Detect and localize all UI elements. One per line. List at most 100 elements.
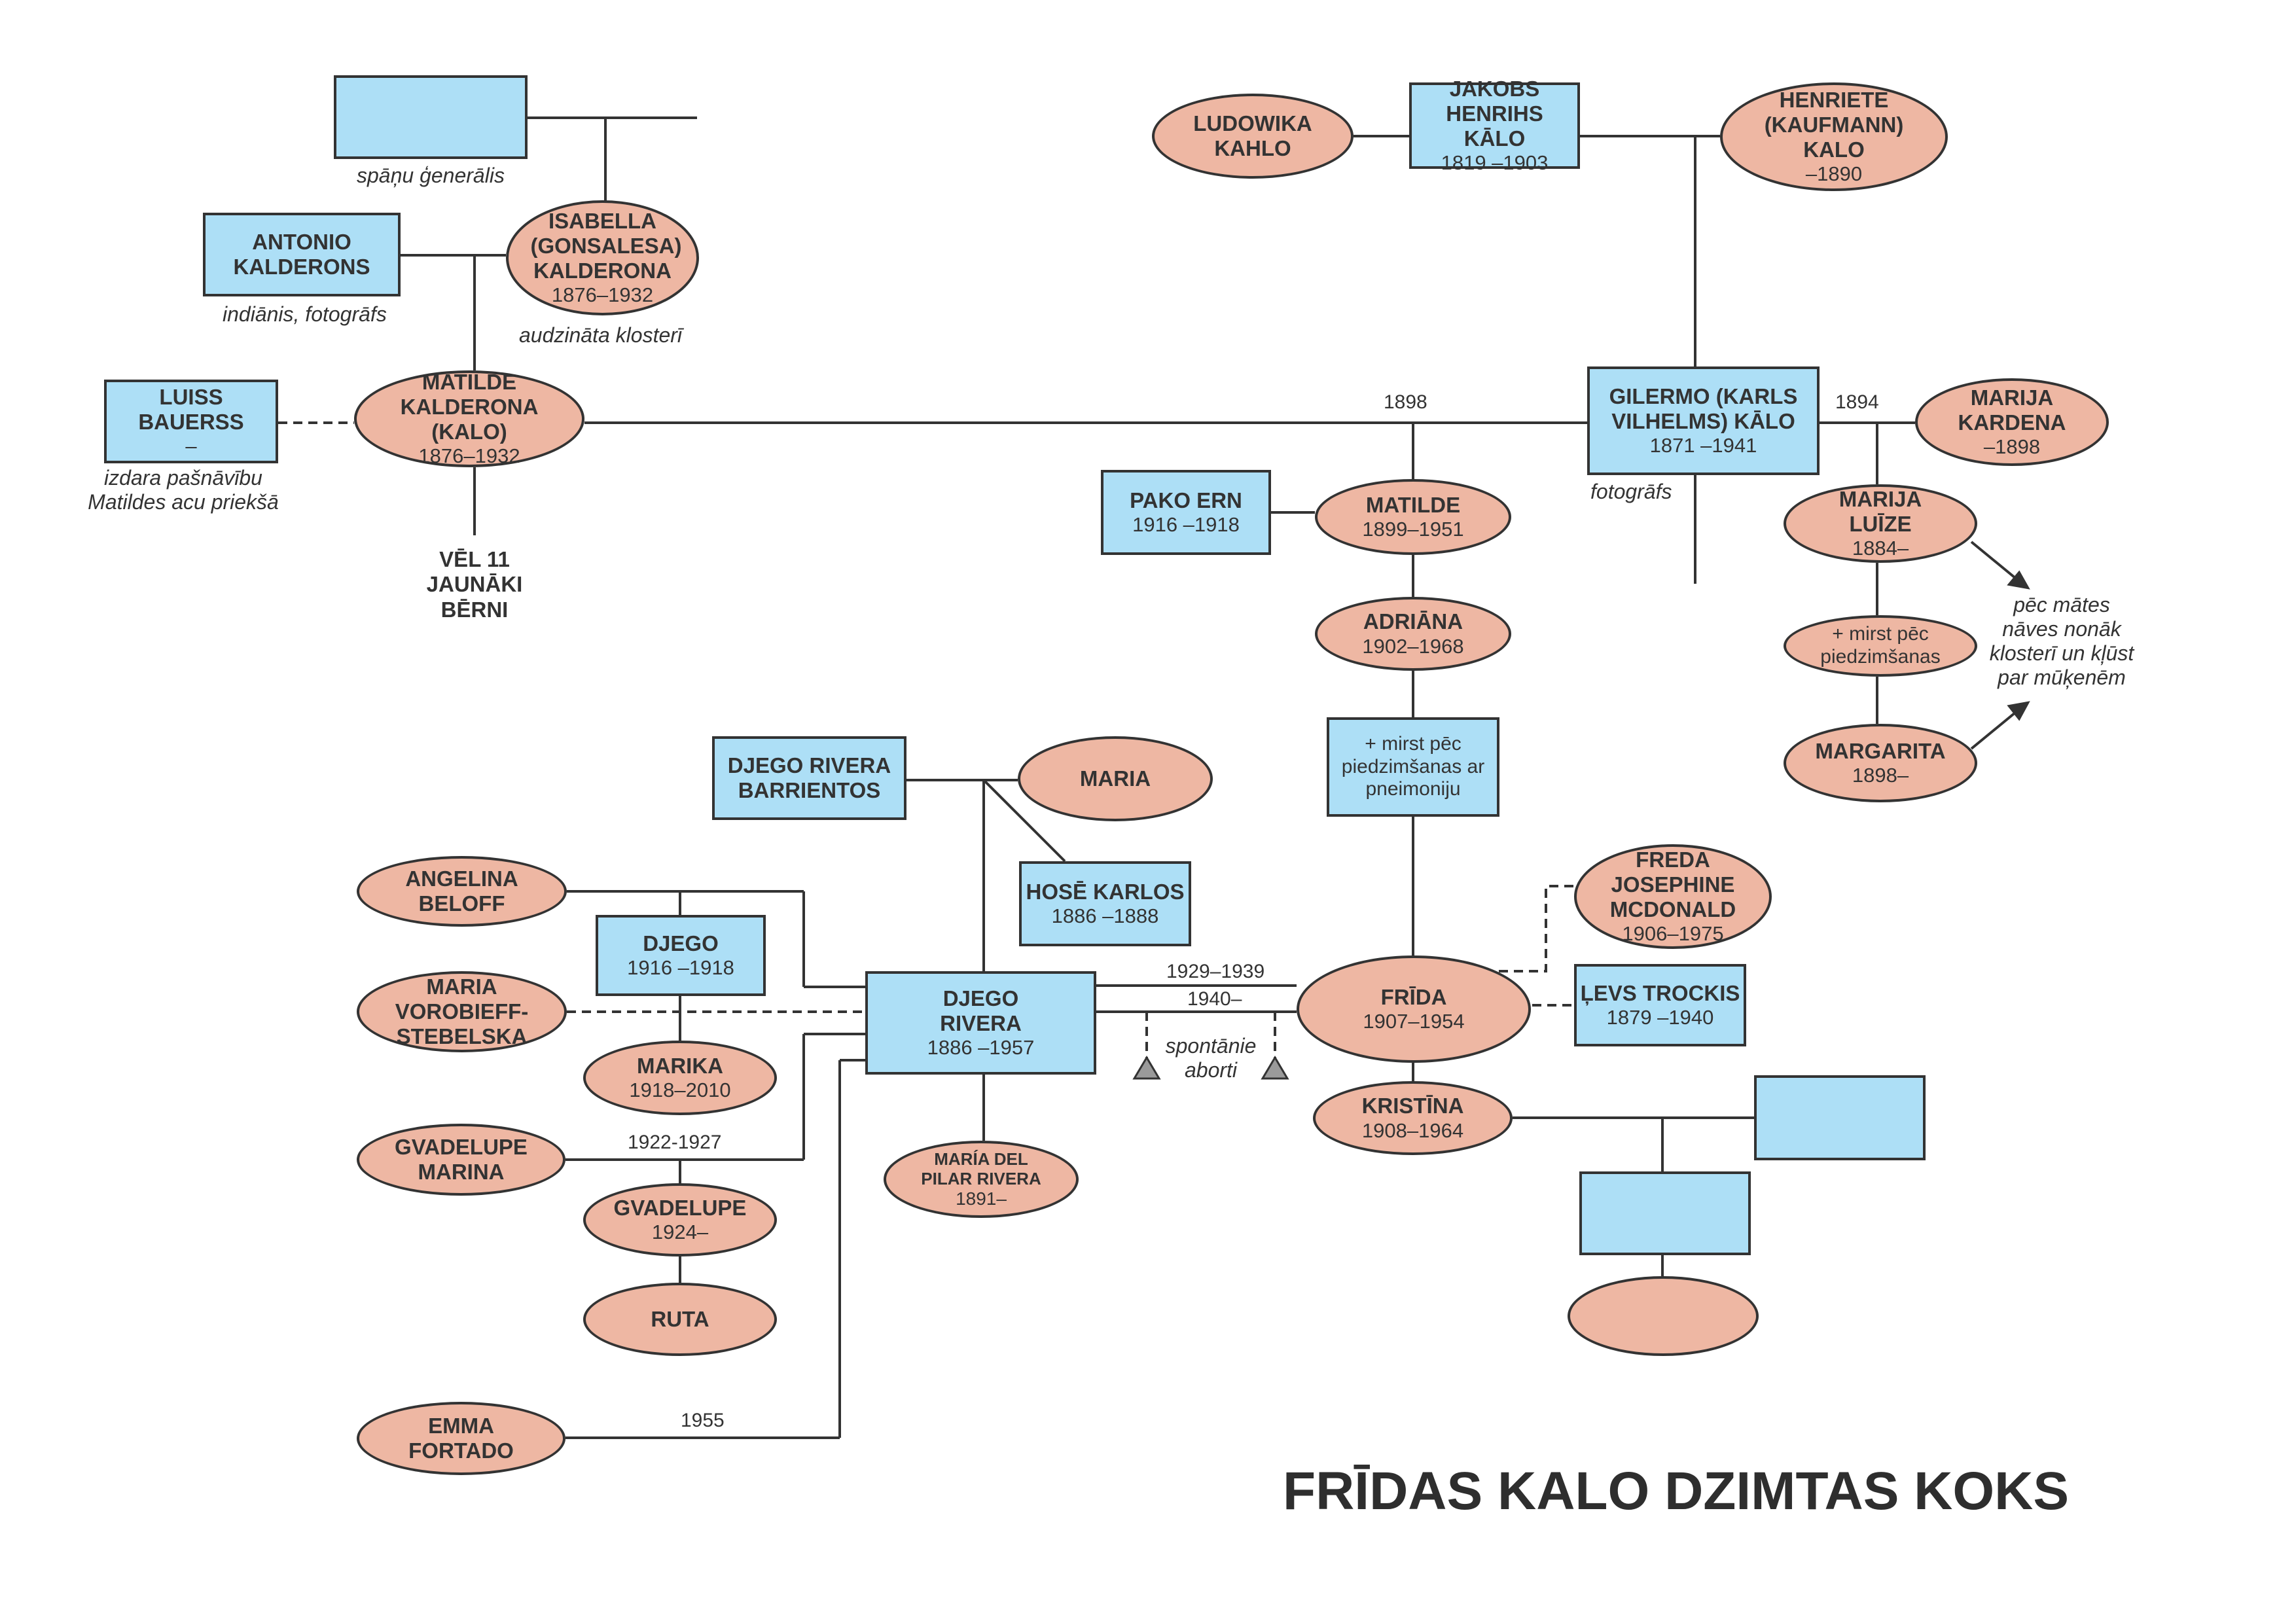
person-dates: –1898	[1983, 435, 2041, 459]
person-name: ADRIĀNA	[1363, 609, 1463, 634]
year-label-1929-1939: 1929–1939	[1164, 961, 1268, 983]
person-oval-adriana[interactable]: ADRIĀNA 1902–1968	[1315, 597, 1511, 671]
person-name: FRĪDA	[1380, 984, 1447, 1009]
person-dates: 1876–1932	[418, 444, 520, 468]
person-name: MARIJA LUĪZE	[1839, 486, 1922, 537]
note-gilermo: fotogrāfs	[1590, 480, 1672, 503]
person-oval-henriete[interactable]: HENRIETE (KAUFMANN) KALO –1890	[1720, 82, 1948, 191]
person-dates: 1902–1968	[1362, 634, 1464, 658]
person-name: MARGARITA	[1815, 738, 1946, 763]
person-dates: 1907–1954	[1363, 1010, 1465, 1033]
note-isabella: audzināta klosterī	[519, 323, 683, 347]
person-oval-marija-kardena[interactable]: MARIJA KARDENA –1898	[1915, 378, 2109, 466]
person-oval-angelina-beloff[interactable]: ANGELINA BELOFF	[357, 856, 567, 927]
person-oval-maria-vorobieff[interactable]: MARIA VOROBIEFF-STEBELSKA	[357, 971, 567, 1052]
person-name: MARIJA KARDENA	[1958, 385, 2066, 435]
person-oval-mirst-pec-piedzimsanas[interactable]: + mirst pēc piedzimšanas	[1784, 615, 1977, 677]
year-label-1894: 1894	[1833, 391, 1882, 414]
person-name: PAKO ERN	[1130, 488, 1242, 512]
person-name: RUTA	[651, 1306, 709, 1331]
person-oval-margarita[interactable]: MARGARITA 1898–	[1784, 724, 1977, 802]
person-oval-marija-luize[interactable]: MARIJA LUĪZE 1884–	[1784, 484, 1977, 563]
note-luiss: izdara pašnāvību Matildes acu priekšā	[88, 466, 279, 514]
person-oval-blank-grandchild[interactable]	[1568, 1276, 1759, 1356]
person-name: DJEGO	[643, 931, 719, 955]
person-oval-emma-fortado[interactable]: EMMA FORTADO	[357, 1402, 565, 1475]
person-box-blank-child[interactable]	[1579, 1171, 1751, 1255]
note-abortions: spontānie aborti	[1165, 1034, 1257, 1082]
note-spanish-general: spāņu ģenerālis	[357, 164, 505, 187]
person-name: HENRIETE (KAUFMANN) KALO	[1764, 87, 1904, 162]
person-name: ISABELLA (GONSALESA) KALDERONA	[530, 208, 682, 283]
person-box-jakobs[interactable]: JAKOBS HENRIHS KĀLO 1819 –1903	[1409, 77, 1580, 174]
year-label-1922-1927: 1922-1927	[628, 1132, 722, 1153]
person-dates: –	[185, 435, 197, 458]
year-label-1940: 1940–	[1187, 988, 1242, 1010]
person-dates: 1886 –1957	[927, 1036, 1035, 1060]
person-box-hose-karlos[interactable]: HOSĒ KARLOS 1886 –1888	[1019, 861, 1191, 946]
person-box-djego-rivera-barrientos[interactable]: DJEGO RIVERA BARRIENTOS	[712, 736, 906, 820]
person-dates: 1899–1951	[1362, 518, 1464, 541]
person-name: KRISTĪNA	[1361, 1094, 1464, 1118]
person-oval-marika[interactable]: MARIKA 1918–2010	[583, 1041, 777, 1115]
person-name: LUDOWIKA KAHLO	[1193, 111, 1312, 160]
person-name: MARÍA DEL PILAR RIVERA	[921, 1149, 1041, 1188]
person-oval-frida[interactable]: FRĪDA 1907–1954	[1297, 955, 1531, 1063]
person-name: DJEGO RIVERA BARRIENTOS	[727, 753, 891, 802]
page-title: FRĪDAS KALO DZIMTAS KOKS	[1283, 1461, 2070, 1521]
person-name: MARIKA	[637, 1053, 723, 1078]
person-oval-freda-mcdonald[interactable]: FREDA JOSEPHINE MCDONALD 1906–1975	[1574, 844, 1772, 949]
person-note-text: + mirst pēc piedzimšanas ar pneimoniju	[1341, 732, 1485, 800]
person-box-antonio-kalderons[interactable]: ANTONIO KALDERONS	[203, 213, 401, 296]
person-box-luiss-bauerss[interactable]: LUISS BAUERSS –	[104, 380, 278, 463]
person-note-text: + mirst pēc piedzimšanas	[1820, 623, 1941, 668]
year-label-1955: 1955	[681, 1410, 725, 1431]
person-name: ĻEVS TROCKIS	[1580, 980, 1740, 1005]
person-oval-maria[interactable]: MARIA	[1018, 736, 1213, 821]
person-name: EMMA FORTADO	[408, 1413, 514, 1463]
person-box-mirst-ar-pneimoniju[interactable]: + mirst pēc piedzimšanas ar pneimoniju	[1327, 717, 1499, 817]
abortion-triangle	[1132, 1056, 1161, 1080]
person-name: LUISS BAUERSS	[138, 384, 244, 435]
person-oval-gvadelupe-marina[interactable]: GVADELUPE MARINA	[357, 1124, 565, 1196]
person-box-levs-trockis[interactable]: ĻEVS TROCKIS 1879 –1940	[1574, 964, 1746, 1046]
person-oval-matilde[interactable]: MATILDE 1899–1951	[1315, 479, 1511, 555]
person-box-blank-spouse[interactable]	[1754, 1075, 1926, 1160]
person-dates: 1819 –1903	[1441, 151, 1549, 175]
person-oval-ludowika[interactable]: LUDOWIKA KAHLO	[1152, 94, 1354, 179]
person-name: MARIA VOROBIEFF-STEBELSKA	[395, 974, 529, 1049]
person-box-gilermo[interactable]: GILERMO (KARLS VILHELMS) KĀLO 1871 –1941	[1587, 366, 1820, 475]
siblings-text: VĒL 11 JAUNĀKI BĒRNI	[426, 547, 523, 622]
person-name: GILERMO (KARLS VILHELMS) KĀLO	[1609, 383, 1798, 434]
person-box-spanish-general[interactable]	[334, 75, 528, 159]
person-oval-isabella[interactable]: ISABELLA (GONSALESA) KALDERONA 1876–1932	[506, 200, 699, 315]
person-name: MATILDE KALDERONA (KALO)	[400, 369, 539, 444]
person-dates: 1906–1975	[1622, 922, 1724, 946]
person-oval-kristina[interactable]: KRISTĪNA 1908–1964	[1313, 1081, 1513, 1155]
person-dates: 1918–2010	[629, 1079, 731, 1102]
person-dates: 1884–	[1852, 537, 1909, 560]
person-box-djego-son[interactable]: DJEGO 1916 –1918	[596, 915, 766, 996]
person-oval-ruta[interactable]: RUTA	[583, 1283, 777, 1356]
person-dates: 1876–1932	[551, 283, 654, 307]
person-dates: 1898–	[1852, 764, 1909, 787]
person-dates: 1886 –1888	[1051, 904, 1159, 928]
person-name: FREDA JOSEPHINE MCDONALD	[1609, 847, 1736, 922]
year-label-1898: 1898	[1381, 391, 1430, 414]
person-box-pako-ern[interactable]: PAKO ERN 1916 –1918	[1101, 470, 1271, 555]
person-name: ANGELINA BELOFF	[405, 866, 518, 916]
person-dates: 1891–	[956, 1188, 1007, 1209]
person-dates: 1924–	[651, 1221, 709, 1244]
person-name: GVADELUPE MARINA	[395, 1134, 528, 1184]
note-antonio: indiānis, fotogrāfs	[223, 302, 387, 326]
person-box-djego-rivera[interactable]: DJEGO RIVERA 1886 –1957	[865, 971, 1096, 1075]
person-name: DJEGO RIVERA	[940, 986, 1022, 1036]
person-dates: 1916 –1918	[627, 956, 734, 980]
person-oval-maria-del-pilar[interactable]: MARÍA DEL PILAR RIVERA 1891–	[884, 1141, 1079, 1218]
person-name: JAKOBS HENRIHS KĀLO	[1446, 76, 1543, 151]
person-oval-gvadelupe[interactable]: GVADELUPE 1924–	[583, 1183, 777, 1257]
person-name: GVADELUPE	[613, 1195, 747, 1220]
person-oval-matilde-kalderona[interactable]: MATILDE KALDERONA (KALO) 1876–1932	[354, 370, 584, 467]
person-dates: 1871 –1941	[1649, 434, 1757, 457]
